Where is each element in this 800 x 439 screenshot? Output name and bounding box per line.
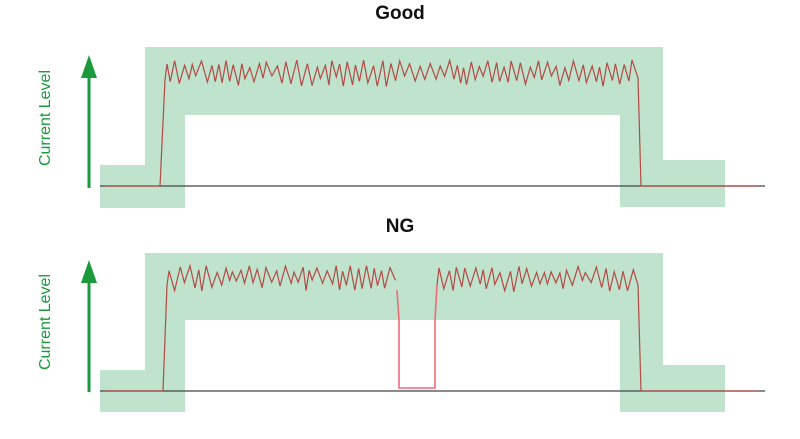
arrow-head-icon <box>81 260 97 283</box>
panel-ng: Current Level <box>37 253 765 412</box>
panel-title-good: Good <box>375 3 425 24</box>
tolerance-band <box>100 253 725 412</box>
current-waveform <box>105 58 757 187</box>
panel-good: Current Level <box>37 47 765 208</box>
tolerance-band <box>100 47 725 208</box>
panel-title-ng: NG <box>385 216 415 237</box>
y-axis-label: Current Level <box>37 70 54 166</box>
y-axis-label: Current Level <box>37 274 54 370</box>
dropout-segment <box>396 284 438 389</box>
arrow-head-icon <box>81 55 97 78</box>
current-waveform <box>105 263 397 392</box>
current-waveform <box>436 264 757 392</box>
